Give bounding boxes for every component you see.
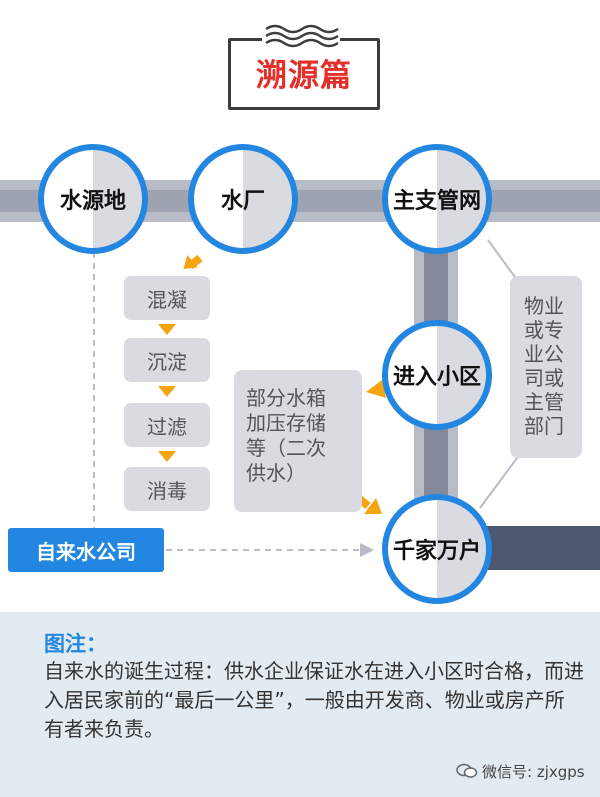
node-main-network-label: 主支管网 <box>392 189 481 214</box>
node-water-source-label: 水源地 <box>59 189 126 214</box>
node-water-plant: 水厂 <box>188 144 298 254</box>
note-panel <box>0 612 600 797</box>
wechat-id: 微信号: zjxgps <box>482 763 585 781</box>
note-text: 自来水的诞生过程：供水企业保证水在进入小区时合格，而进入居民家前的“最后一公里”… <box>44 659 584 741</box>
step-arrow-1 <box>158 324 176 335</box>
node-households-label: 千家万户 <box>392 539 481 564</box>
secondary-supply-text: 部分水箱 加压存储 等（二次 供水） <box>246 386 326 485</box>
node-water-source: 水源地 <box>38 144 148 254</box>
step-coagulation: 混凝 <box>124 276 210 320</box>
secondary-supply-box: 部分水箱 加压存储 等（二次 供水） <box>234 370 362 512</box>
step-arrow-2 <box>158 386 176 397</box>
note-title: 图注： <box>44 632 107 656</box>
node-water-plant-label: 水厂 <box>220 189 265 214</box>
step-sedimentation: 沉淀 <box>124 338 210 382</box>
water-company-label: 自来水公司 <box>8 528 164 572</box>
node-main-network: 主支管网 <box>382 144 492 254</box>
wechat-icon <box>456 763 478 779</box>
management-text: 物业 或专 业公 司或 主管 部门 <box>524 294 564 438</box>
waves-icon <box>262 22 340 50</box>
page-title: 溯源篇 <box>256 58 352 94</box>
node-community-label: 进入小区 <box>392 365 481 390</box>
step-arrow-3 <box>158 451 176 462</box>
management-box: 物业 或专 业公 司或 主管 部门 <box>510 276 582 458</box>
step-disinfection: 消毒 <box>124 467 210 511</box>
node-community: 进入小区 <box>382 320 492 430</box>
step-filtration: 过滤 <box>124 403 210 447</box>
node-households: 千家万户 <box>382 494 492 604</box>
